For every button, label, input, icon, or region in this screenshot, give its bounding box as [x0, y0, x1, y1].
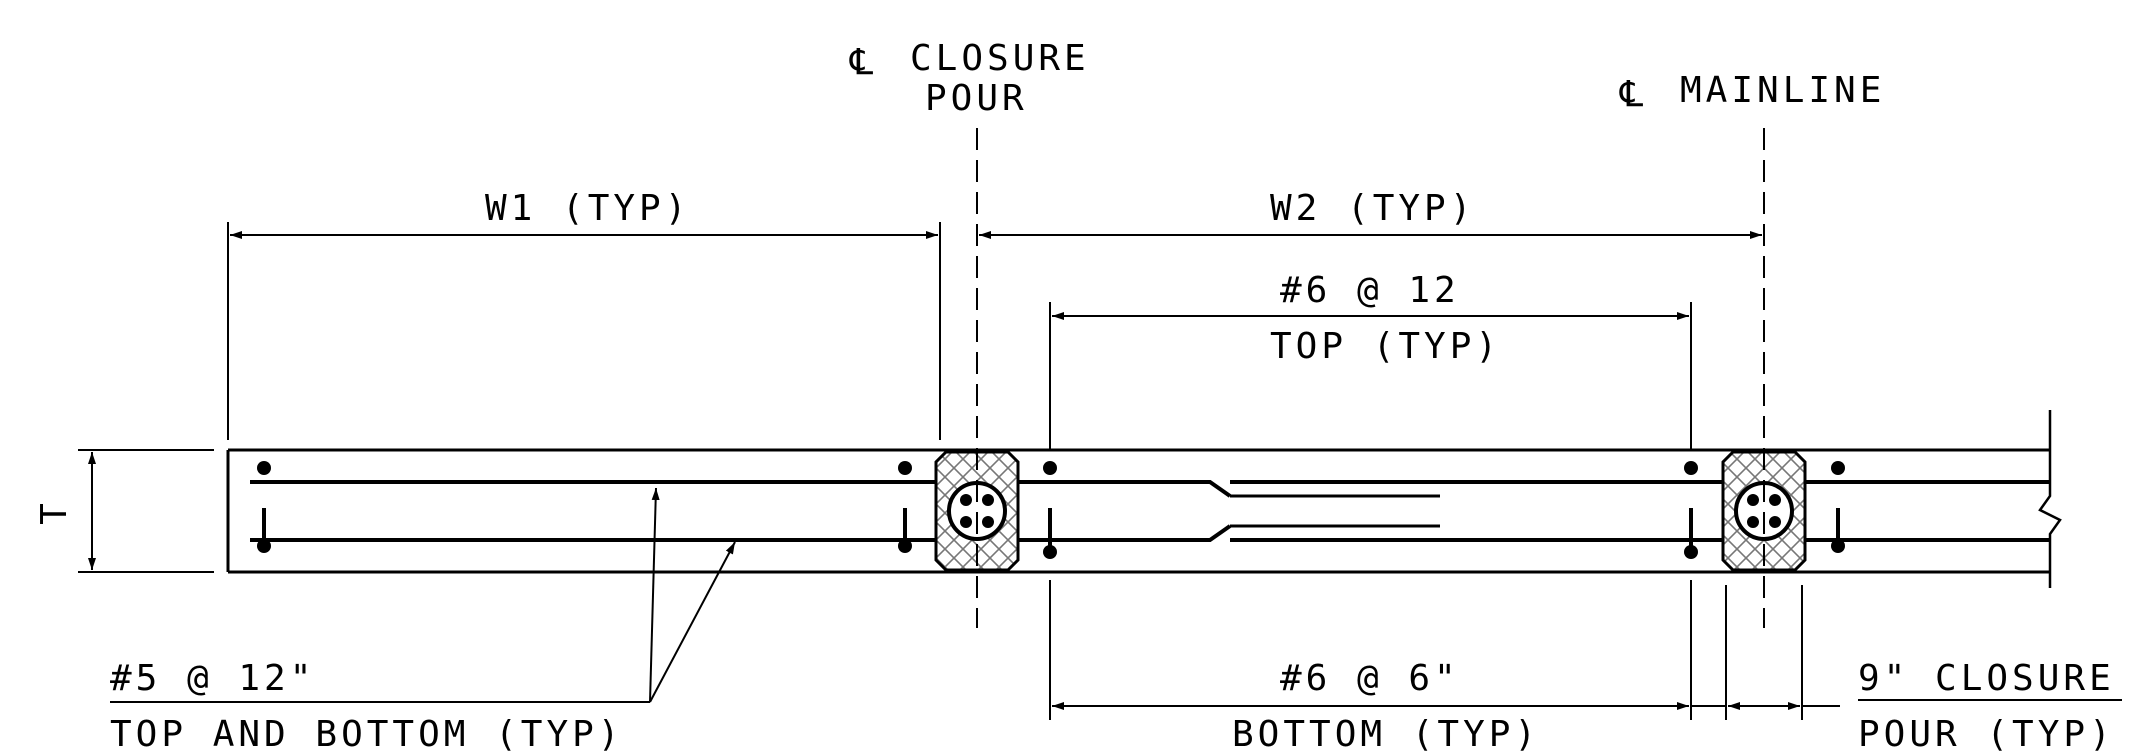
w2-label: W2 (TYP): [1270, 188, 1475, 229]
cl-closure-pour-line1: CLOSURE: [910, 38, 1090, 79]
bottom-bar-note: BOTTOM (TYP): [1232, 714, 1540, 754]
rebar-hooks: [262, 508, 1840, 546]
closure-pour-left: [934, 450, 1020, 572]
top-bar-note: TOP (TYP): [1270, 326, 1501, 367]
rebar-dots: [257, 461, 1845, 559]
dimension-lines: [88, 231, 1840, 710]
cl-mainline-label: MAINLINE: [1680, 70, 1885, 111]
break-line: [2038, 410, 2062, 588]
thickness-label: T: [34, 499, 75, 525]
cl-closure-pour-line2: POUR: [925, 78, 1028, 119]
extension-lines: [78, 222, 1803, 720]
leader-lines: [110, 487, 2122, 703]
w1-label: W1 (TYP): [485, 188, 690, 229]
rebar-lines: [250, 480, 2050, 542]
slab-outline: [226, 448, 2050, 574]
slab-bar-note: TOP AND BOTTOM (TYP): [110, 714, 623, 754]
bottom-bar-spacing: #6 @ 6": [1280, 658, 1460, 699]
closure-pour-right: [1721, 450, 1807, 572]
cl-symbol-closure-pour: ℄: [849, 42, 877, 83]
cl-symbol-mainline: ℄: [1619, 74, 1647, 115]
top-bar-spacing: #6 @ 12: [1280, 270, 1460, 311]
closure-width-label: 9" CLOSURE: [1858, 658, 2115, 699]
slab-bar-spacing: #5 @ 12": [110, 658, 315, 699]
closure-pour-note: POUR (TYP): [1858, 714, 2115, 754]
